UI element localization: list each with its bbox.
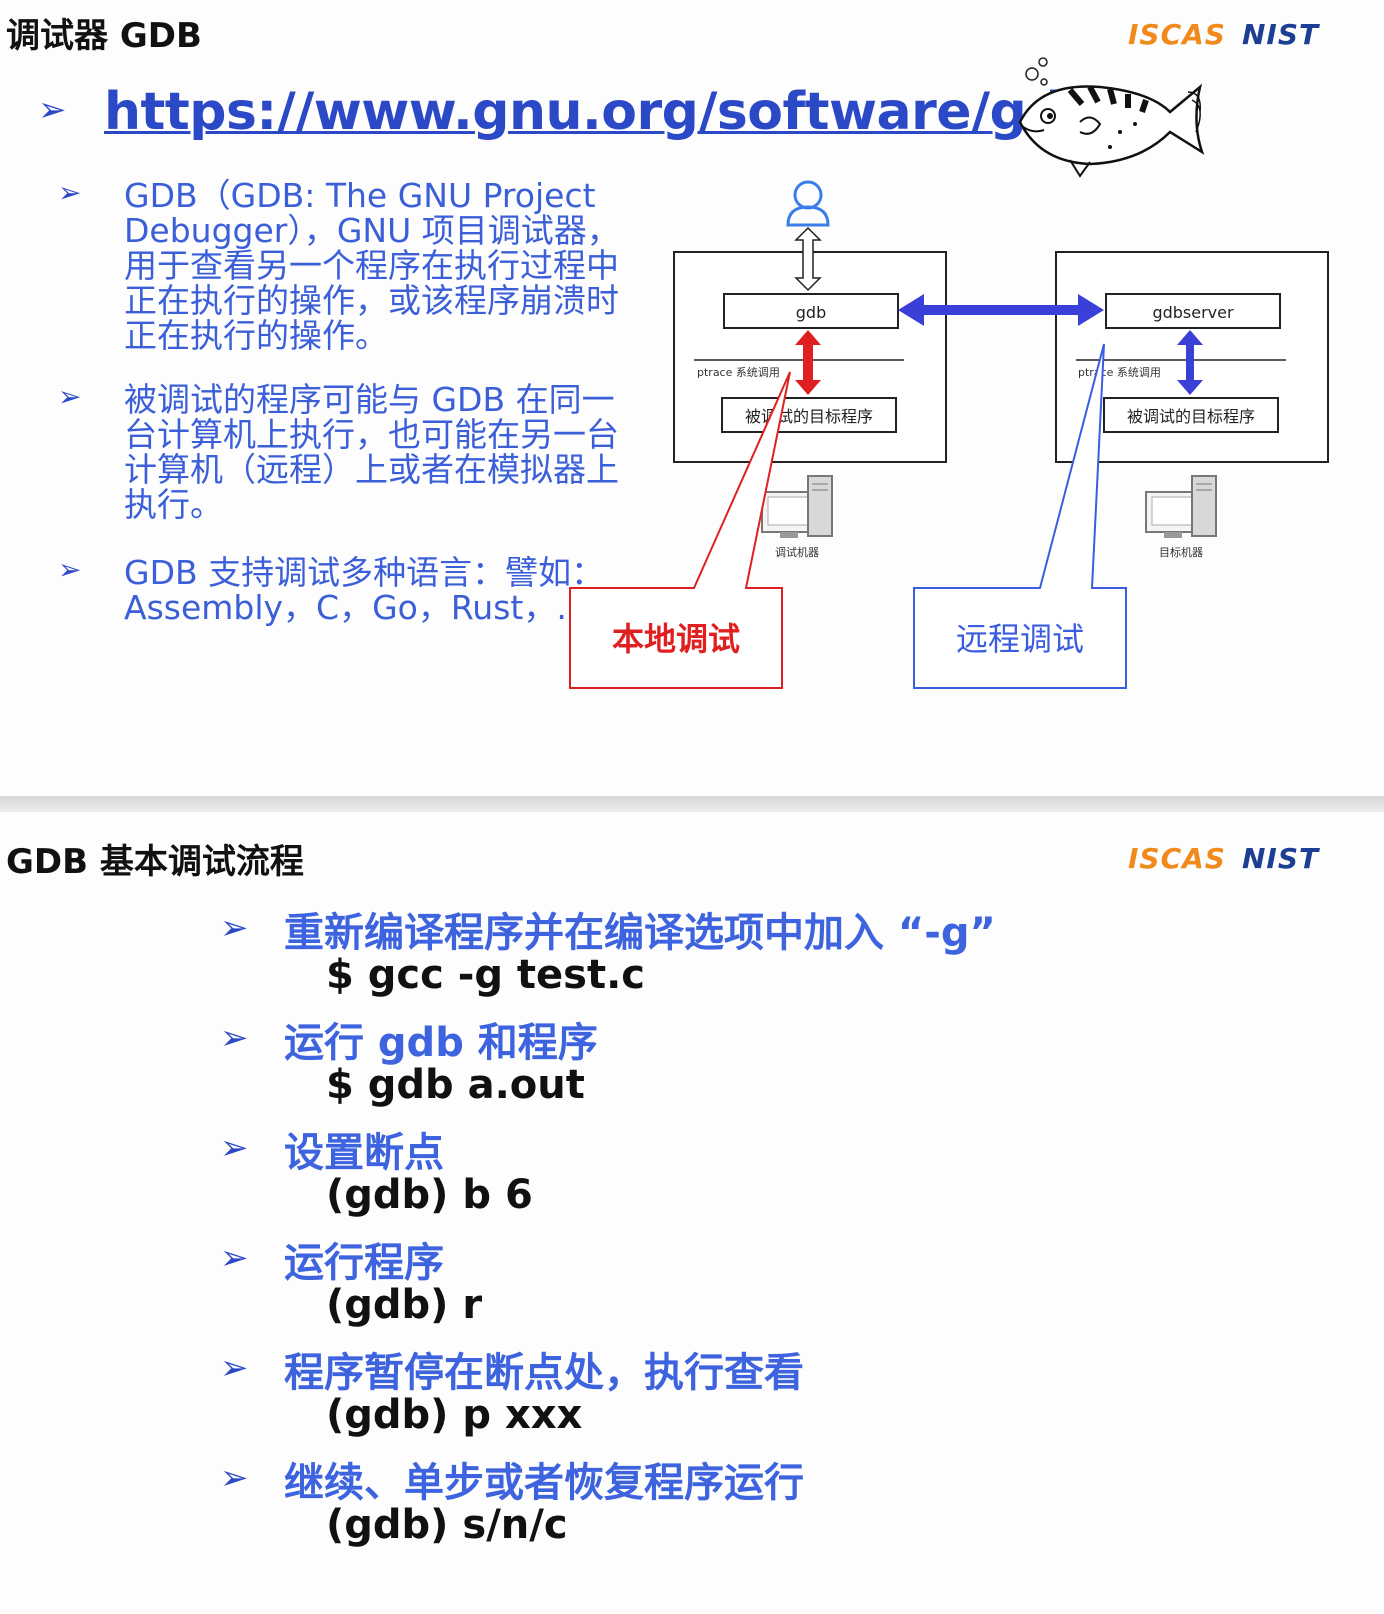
bullet-line: 正在执行的操作，或该程序崩溃时: [124, 281, 619, 320]
remote-target-label: 被调试的目标程序: [1127, 407, 1255, 426]
step-command: $ gdb a.out: [326, 1062, 585, 1108]
user-gdb-arrow: [794, 226, 822, 292]
step-heading: 运行程序: [284, 1240, 444, 1286]
gdbserver-box-label: gdbserver: [1152, 303, 1234, 322]
user-icon: [786, 180, 830, 227]
local-target-box: [721, 397, 897, 433]
bullet-arrow-icon: ➢: [58, 176, 82, 209]
bullet-arrow-icon: ➢: [220, 908, 249, 948]
local-computer-icon: [761, 475, 833, 538]
gdbserver-box: [1105, 293, 1281, 329]
remote-ptrace-arrow: [1177, 330, 1203, 395]
step-command: (gdb) p xxx: [326, 1392, 583, 1438]
ptrace-label: ptrace 系统调用: [697, 366, 780, 379]
bullet-line: 被调试的程序可能与 GDB 在同一: [124, 380, 615, 419]
step-command: (gdb) s/n/c: [326, 1502, 568, 1548]
gdb-fish-icon: [1018, 57, 1205, 178]
bullet-arrow-icon: ➢: [220, 1128, 249, 1168]
remote-computer-icon: [1145, 475, 1217, 538]
local-machine-label: 调试机器: [775, 545, 819, 559]
step-command: (gdb) b 6: [326, 1172, 533, 1218]
bullet-remote-execution: 被调试的程序可能与 GDB 在同一 台计算机上执行，也可能在另一台 计算机（远程…: [124, 382, 619, 522]
bullet-line: 计算机（远程）上或者在模拟器上: [124, 450, 619, 489]
step-heading: 继续、单步或者恢复程序运行: [284, 1460, 804, 1506]
remote-target-box: [1103, 397, 1279, 433]
bullet-line: Debugger），GNU 项目调试器，: [124, 211, 620, 250]
bullet-arrow-icon: ➢: [58, 380, 82, 413]
bullet-arrow-icon: ➢: [58, 553, 82, 586]
local-debug-callout: [569, 371, 791, 689]
gdb-website-link[interactable]: https://www.gnu.org/software/gdb/: [104, 82, 1119, 142]
step-heading: 运行 gdb 和程序: [284, 1020, 598, 1066]
slide-gdb-intro: 调试器 GDB ISCAS NIST ➢ https://www.gnu.org/…: [0, 0, 1384, 796]
bullet-line: 正在执行的操作。: [124, 316, 388, 355]
bullet-line: 执行。: [124, 485, 223, 524]
nist-logo: NIST: [1241, 842, 1320, 875]
nist-logo: NIST: [1241, 18, 1320, 51]
bullet-arrow-icon: ➢: [220, 1238, 249, 1278]
bullet-line: GDB 支持调试多种语言：譬如：: [124, 553, 605, 592]
bullet-line: 台计算机上执行，也可能在另一台: [124, 415, 619, 454]
bullet-arrow-icon: ➢: [38, 90, 67, 130]
debug-architecture-diagram: gdb ptrace 系统调用 被调试的目标程序 gdbserver ptrac…: [569, 180, 1329, 689]
gdb-box: [723, 293, 899, 329]
iscas-nist-logo: ISCAS NIST: [1128, 842, 1319, 875]
bullet-supported-languages: GDB 支持调试多种语言：譬如： Assembly，C，Go，Rust，....…: [124, 555, 619, 625]
bullet-line: Assembly，C，Go，Rust，......: [124, 588, 620, 627]
step-heading: 设置断点: [284, 1130, 444, 1176]
step-command: $ gcc -g test.c: [326, 952, 645, 998]
bullet-arrow-icon: ➢: [220, 1018, 249, 1058]
remote-debug-label: 远程调试: [956, 620, 1084, 658]
slide-divider: [0, 796, 1384, 812]
slide-title: GDB 基本调试流程: [6, 842, 304, 882]
iscas-logo: ISCAS: [1128, 842, 1226, 875]
gdb-remote-protocol-arrow: [898, 294, 1104, 326]
ptrace-label: ptrace 系统调用: [1078, 366, 1161, 379]
slide-title: 调试器 GDB: [6, 16, 202, 56]
local-ptrace-arrow: [795, 330, 821, 395]
iscas-nist-logo: ISCAS NIST: [1128, 18, 1319, 51]
step-command: (gdb) r: [326, 1282, 483, 1328]
step-heading: 重新编译程序并在编译选项中加入 “-g”: [284, 910, 996, 956]
bullet-gdb-description: GDB（GDB: The GNU Project Debugger），GNU 项…: [124, 178, 620, 353]
bullet-line: GDB（GDB: The GNU Project: [124, 176, 596, 215]
bullet-line: 用于查看另一个程序在执行过程中: [124, 246, 619, 285]
bullet-arrow-icon: ➢: [220, 1348, 249, 1388]
iscas-logo: ISCAS: [1128, 18, 1226, 51]
step-heading: 程序暂停在断点处，执行查看: [284, 1350, 804, 1396]
bullet-arrow-icon: ➢: [220, 1458, 249, 1498]
gdb-box-label: gdb: [796, 303, 826, 322]
local-debug-label: 本地调试: [612, 620, 740, 658]
remote-debug-callout: [913, 343, 1127, 689]
slide-gdb-workflow: GDB 基本调试流程 ISCAS NIST ➢ 重新编译程序并在编译选项中加入 “…: [0, 812, 1384, 1614]
local-target-label: 被调试的目标程序: [745, 407, 873, 426]
remote-machine-label: 目标机器: [1159, 545, 1203, 559]
